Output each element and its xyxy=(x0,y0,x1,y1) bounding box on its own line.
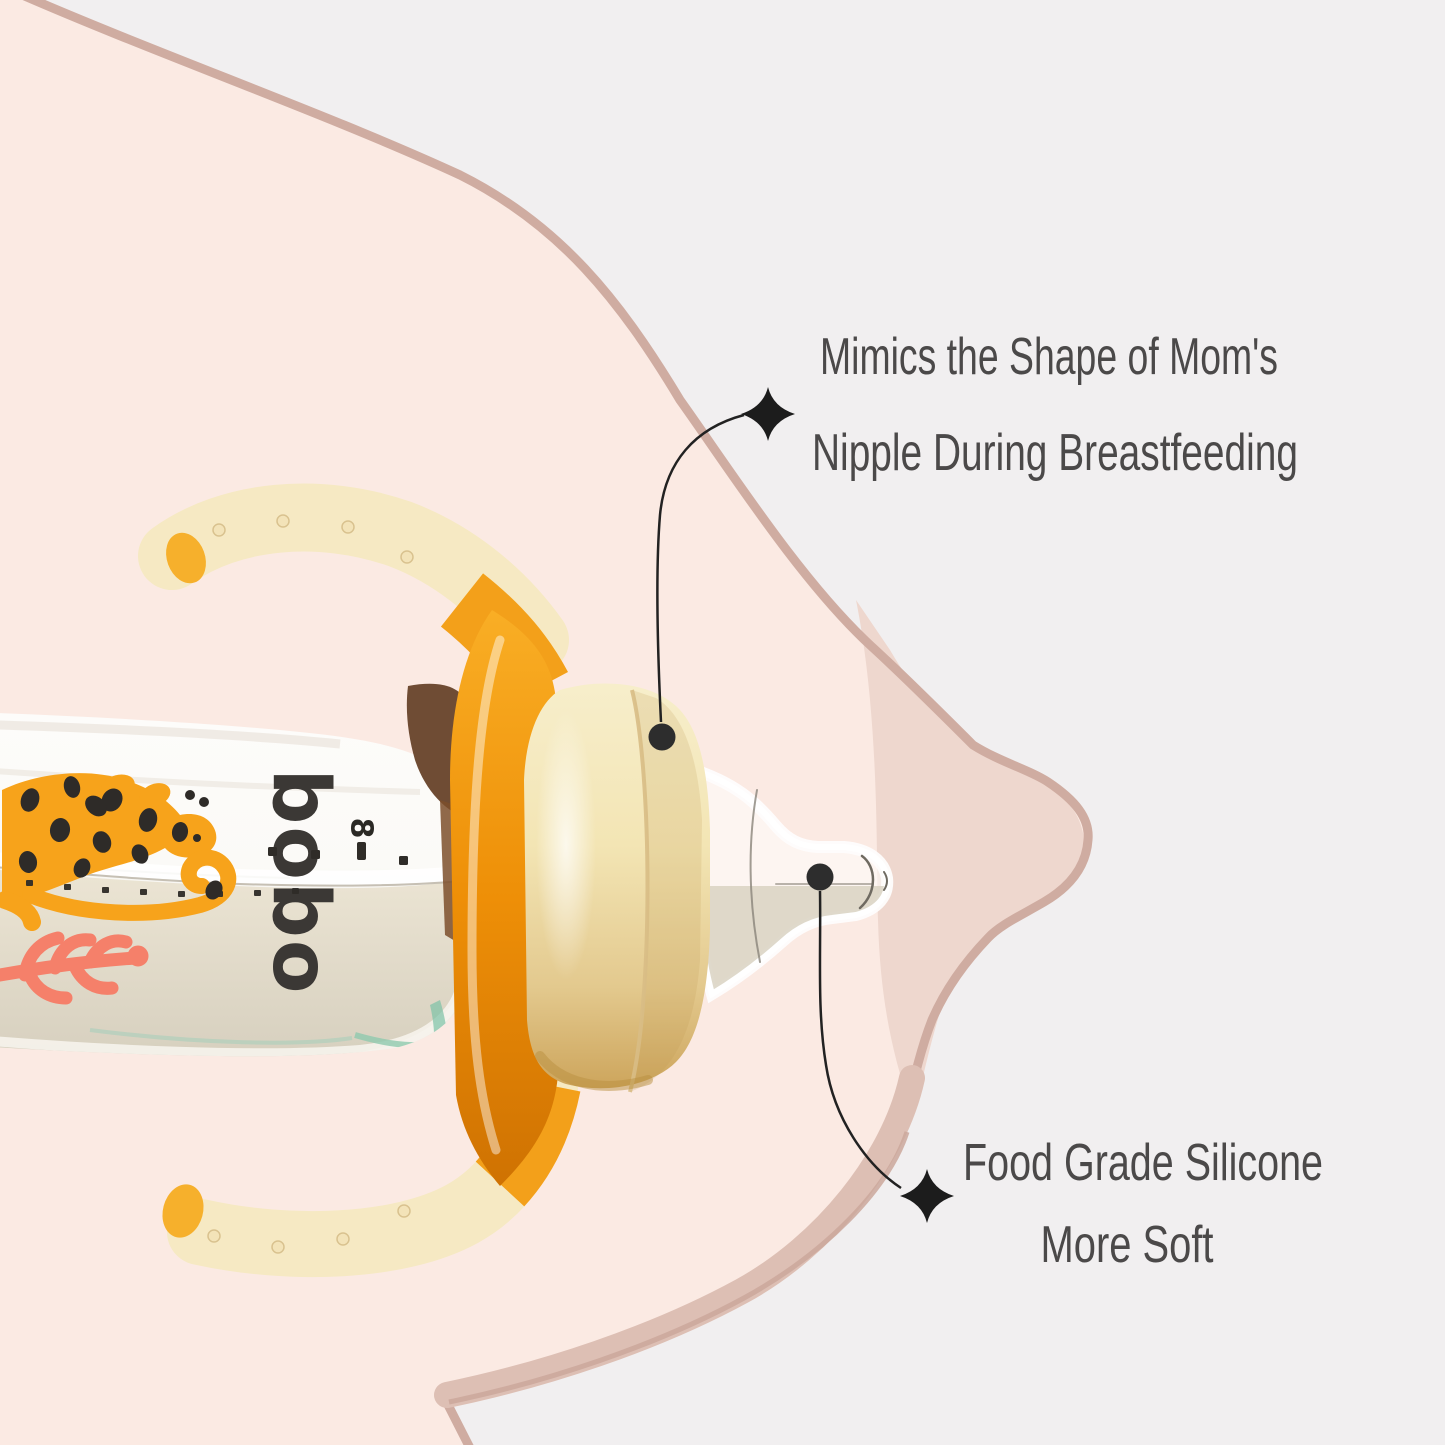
baby-bottle: bobo 8 xyxy=(0,483,894,1278)
diamond-marker-icon xyxy=(741,387,795,441)
leader-line-top xyxy=(656,413,745,723)
anchor-dot-icon xyxy=(806,863,834,891)
collar-back-lobe xyxy=(630,690,702,1092)
bottle-body: bobo 8 xyxy=(0,683,470,1057)
callout-top: Mimics the Shape of Mom's Nipple During … xyxy=(648,328,1298,751)
annotation-silicone-line1: Food Grade Silicone xyxy=(963,1134,1323,1192)
leopard-tail xyxy=(22,849,237,921)
brand-logo: bobo xyxy=(255,769,345,996)
leopard-eye xyxy=(193,834,201,842)
scale-number: 8 xyxy=(344,818,379,839)
handle-bumps xyxy=(207,514,414,1254)
collar-highlight xyxy=(536,710,596,980)
teal-seam xyxy=(89,1028,353,1045)
handle-spot-bottom xyxy=(162,1184,204,1238)
areola-shade xyxy=(856,600,1084,1116)
breast-underband-edge xyxy=(448,1131,910,1405)
handle-spot-top xyxy=(166,532,206,584)
annotation-silicone-line2: More Soft xyxy=(1041,1216,1214,1274)
grip-highlight xyxy=(467,635,505,1155)
measurement-scale: 8 xyxy=(26,818,408,897)
scale-back-dashes xyxy=(26,880,299,897)
annotation-nipple-line2: Nipple During Breastfeeding xyxy=(812,424,1298,482)
leader-line-bottom xyxy=(818,890,902,1190)
annotation-nipple-line1: Mimics the Shape of Mom's xyxy=(820,328,1278,386)
bottle-collar xyxy=(524,683,710,1093)
anchor-dot-icon xyxy=(648,723,676,751)
leopard-ear xyxy=(185,790,195,800)
callout-bottom: Food Grade Silicone More Soft xyxy=(806,863,1323,1274)
scale-long-tick xyxy=(357,842,366,860)
bottle-handle xyxy=(138,483,581,1278)
leopard-spots xyxy=(18,776,223,900)
collar-crease xyxy=(628,689,650,1093)
coral-print xyxy=(0,931,149,1005)
breast-underband xyxy=(434,1065,925,1408)
leopard-print xyxy=(0,773,237,931)
diamond-marker-icon xyxy=(900,1169,954,1223)
